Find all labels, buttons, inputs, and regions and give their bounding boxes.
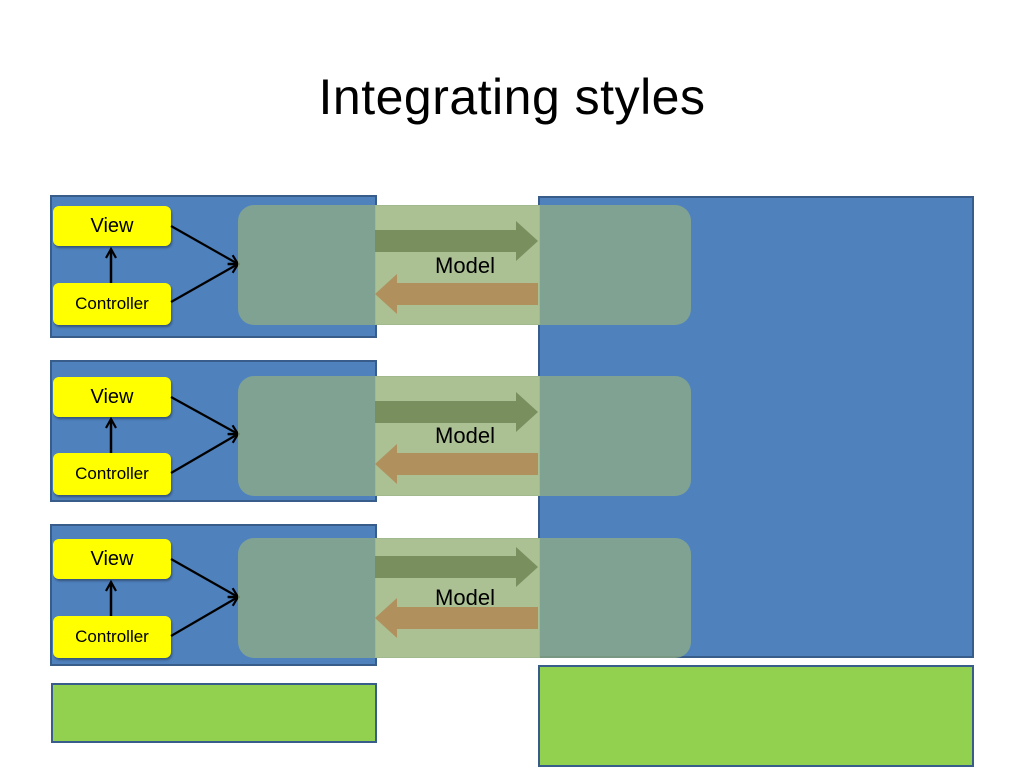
model-box-3 <box>238 538 691 658</box>
model-label: Model <box>435 585 495 610</box>
controller-box: Controller <box>53 616 171 658</box>
view-to-model-line <box>170 396 238 434</box>
server-storage <box>538 665 974 767</box>
view-box: View <box>53 206 171 246</box>
view-to-model-line <box>170 558 238 597</box>
model-label: Model <box>435 423 495 448</box>
controller-to-model-line <box>170 597 238 637</box>
model-box-2 <box>238 376 691 496</box>
controller-to-model-line <box>170 264 238 303</box>
model-box-1 <box>238 205 691 325</box>
controller-to-model-line <box>170 434 238 474</box>
client-storage <box>51 683 377 743</box>
view-to-model-line <box>170 225 238 264</box>
view-box: View <box>53 377 171 417</box>
slide-title: Integrating styles <box>318 69 706 125</box>
controller-box: Controller <box>53 283 171 325</box>
controller-box: Controller <box>53 453 171 495</box>
model-label: Model <box>435 253 495 278</box>
view-box: View <box>53 539 171 579</box>
